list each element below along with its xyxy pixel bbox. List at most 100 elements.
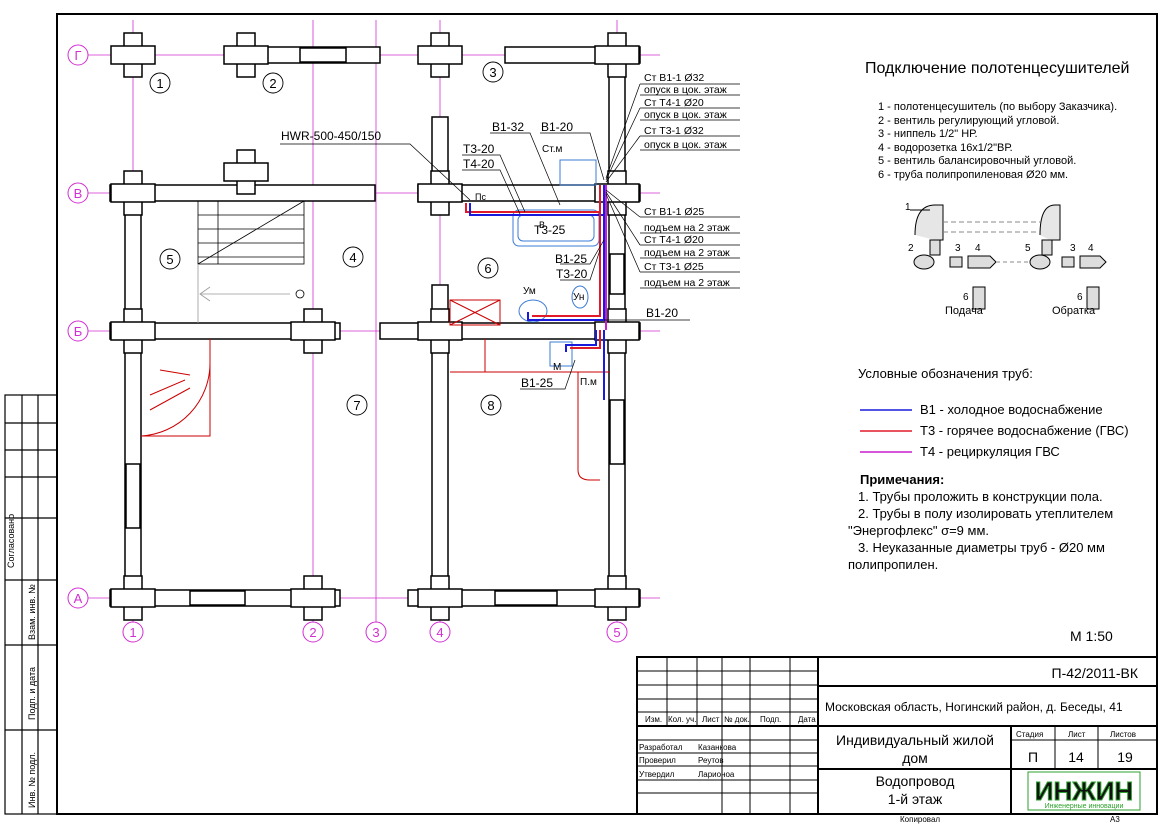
side-label-replace: Взам. инв. № bbox=[27, 584, 37, 640]
detail-item: 2 - вентиль регулирующий угловой. bbox=[878, 114, 1060, 127]
scale: М 1:50 bbox=[1070, 628, 1113, 644]
detail-item: 5 - вентиль балансировочный угловой. bbox=[878, 155, 1077, 167]
pipe-b1-20-top: В1-20 bbox=[541, 120, 573, 134]
legend-entry-b1: В1 - холодное водоснабжение bbox=[920, 402, 1103, 417]
riser-note-9: Ст Т4-1 Ø20 bbox=[644, 234, 704, 246]
tb-sheet-no: 14 bbox=[1068, 749, 1084, 765]
detail-items: 1 - полотенцесушитель (по выбору Заказчи… bbox=[878, 101, 1117, 182]
note-line: 2. Трубы в полу изолировать утеплителем bbox=[858, 506, 1114, 521]
room-2: 2 bbox=[269, 76, 276, 91]
pipe-b1-25-b: В1-25 bbox=[521, 376, 553, 390]
format: А3 bbox=[1110, 815, 1120, 824]
callout-4: 4 bbox=[975, 243, 981, 254]
room-7: 7 bbox=[353, 398, 360, 413]
tb-object-2: дом bbox=[902, 750, 928, 766]
copied: Копировал bbox=[900, 815, 940, 824]
legend-title: Условные обозначения труб: bbox=[858, 366, 1033, 381]
riser-note-1: Ст В1-1 Ø32 bbox=[644, 72, 704, 84]
tb-name-1: Казанкова bbox=[698, 743, 737, 752]
notes-title: Примечания: bbox=[860, 472, 945, 487]
tb-address: Московская область, Ногинский район, д. … bbox=[825, 700, 1123, 714]
riser-note-7: Ст В1-1 Ø25 bbox=[644, 206, 704, 218]
axis-4: 4 bbox=[436, 625, 443, 640]
tb-sheets-total: 19 bbox=[1117, 749, 1133, 765]
pipe-b1-32: В1-32 bbox=[492, 120, 524, 134]
callout-3: 3 bbox=[955, 243, 961, 254]
axis-G: Г bbox=[74, 48, 81, 63]
room-8: 8 bbox=[487, 398, 494, 413]
riser-note-10: подъем на 2 этаж bbox=[644, 247, 730, 259]
room-1: 1 bbox=[156, 76, 163, 91]
tb-name-3: Ларионоа bbox=[698, 770, 735, 779]
label-pm: П.м bbox=[580, 377, 597, 388]
towel-dryer-detail bbox=[910, 204, 1107, 310]
legend-entry-t3: Т3 - горячее водоснабжение (ГВС) bbox=[920, 423, 1129, 438]
side-label-inv: Инв. № подл. bbox=[27, 752, 37, 808]
pipe-b1-20-mid: В1-20 bbox=[646, 306, 678, 320]
callout-1: 1 bbox=[905, 202, 911, 213]
leaders bbox=[280, 83, 740, 390]
riser-note-3: Ст Т4-1 Ø20 bbox=[644, 97, 704, 109]
riser-note-8: подъем на 2 этаж bbox=[644, 222, 730, 234]
label-um: Ум bbox=[523, 286, 536, 297]
side-label-agreed: Согласовано bbox=[6, 514, 16, 568]
tb-sheets-label: Листов bbox=[1110, 730, 1136, 739]
notes-list: 1. Трубы проложить в конструкции пола. 2… bbox=[848, 488, 1113, 573]
riser-note-2: опуск в цок. этаж bbox=[644, 84, 727, 96]
detail-item: 4 - водорозетка 16х1/2"ВР. bbox=[878, 141, 1013, 154]
side-label-sign: Подп. и дата bbox=[27, 667, 37, 720]
axis-2: 2 bbox=[309, 625, 316, 640]
room-6: 6 bbox=[484, 261, 491, 276]
detail-return: Обратка bbox=[1052, 305, 1096, 317]
axis-V: В bbox=[74, 186, 83, 201]
callout-2: 2 bbox=[908, 243, 914, 254]
detail-item: 3 - ниппель 1/2" НР. bbox=[878, 128, 978, 140]
tb-role-1: Разработал bbox=[639, 743, 683, 752]
callout-7: 4 bbox=[1088, 243, 1094, 254]
pipe-t3-25: Т3-25 bbox=[534, 223, 566, 237]
stairs bbox=[197, 200, 305, 323]
riser-note-4: опуск в цок. этаж bbox=[644, 109, 727, 121]
label-ps: Пс bbox=[475, 192, 486, 202]
label-hwr: HWR-500-450/150 bbox=[281, 129, 381, 143]
detail-item: 1 - полотенцесушитель (по выбору Заказчи… bbox=[878, 101, 1118, 113]
tb-role-2: Проверил bbox=[639, 756, 676, 765]
pipe-t4-20: Т4-20 bbox=[463, 157, 495, 171]
pipes bbox=[465, 185, 607, 400]
riser-note-5: Ст Т3-1 Ø32 bbox=[644, 125, 704, 137]
riser-note-11: Ст Т3-1 Ø25 bbox=[644, 261, 704, 273]
logo-frame bbox=[1027, 771, 1141, 811]
note-line: "Энергофлекс" σ=9 мм. bbox=[848, 523, 990, 538]
tb-h-izm: Изм. bbox=[645, 715, 662, 724]
room-5: 5 bbox=[166, 252, 173, 267]
tb-sheet-label: Лист bbox=[1068, 730, 1086, 739]
tb-role-3: Утвердил bbox=[639, 770, 675, 779]
pipe-t3-20-a: Т3-20 bbox=[463, 142, 495, 156]
note-line: полипропилен. bbox=[848, 557, 939, 572]
detail-title: Подключение полотенцесушителей bbox=[865, 60, 1130, 77]
detail-supply: Подача bbox=[945, 305, 984, 317]
axis-A: А bbox=[74, 591, 83, 606]
detail-item: 6 - труба полипропиленовая Ø20 мм. bbox=[878, 168, 1069, 181]
label-stm: Ст.м bbox=[542, 144, 562, 155]
tb-stage-label: Стадия bbox=[1016, 730, 1043, 739]
radial-stairs bbox=[140, 339, 211, 437]
note-line: 3. Неуказанные диаметры труб - Ø20 мм bbox=[858, 540, 1105, 555]
tb-h-date: Дата bbox=[798, 715, 816, 724]
axis-1: 1 bbox=[129, 625, 136, 640]
callout-6: 3 bbox=[1070, 243, 1076, 254]
tb-sheet-title-2: 1-й этаж bbox=[888, 791, 943, 807]
tb-code: П-42/2011-ВК bbox=[1052, 665, 1139, 681]
pipe-t3-20-b: Т3-20 bbox=[556, 267, 588, 281]
pipe-b1-25-a: В1-25 bbox=[555, 252, 587, 266]
note-line: 1. Трубы проложить в конструкции пола. bbox=[858, 489, 1103, 504]
callout-9: 6 bbox=[1077, 292, 1083, 303]
tb-sheet-title-1: Водопровод bbox=[876, 773, 955, 789]
legend-entry-t4: Т4 - рециркуляция ГВС bbox=[920, 444, 1060, 459]
label-v: В bbox=[539, 220, 545, 230]
tb-h-doc: № док. bbox=[724, 715, 750, 724]
tb-h-kol: Кол. уч. bbox=[668, 715, 696, 724]
logo-text: ИНЖИН bbox=[1035, 776, 1133, 806]
room-3: 3 bbox=[489, 65, 496, 80]
